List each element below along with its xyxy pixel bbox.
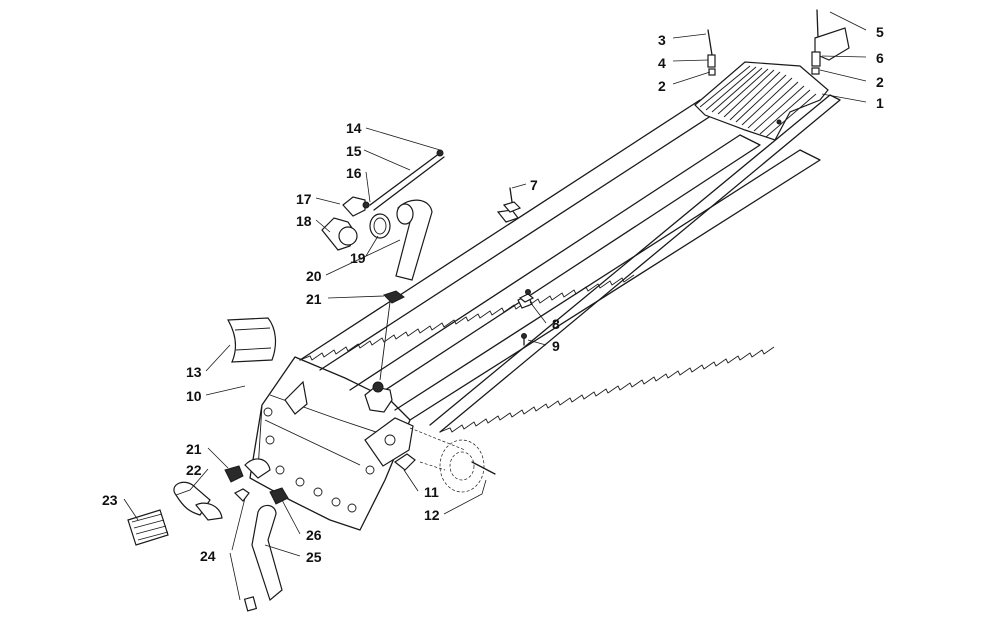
callout-10: 10 (186, 388, 202, 404)
heat-shield (226, 317, 277, 363)
callout-12: 12 (424, 507, 440, 523)
misc-hardware (502, 187, 535, 346)
callout-14: 14 (346, 120, 362, 136)
callout-11: 11 (424, 484, 439, 500)
callout-8: 8 (552, 316, 560, 332)
lower-hoses (127, 458, 289, 612)
callout-25: 25 (306, 549, 322, 565)
callout-19: 19 (350, 250, 366, 266)
callout-16: 16 (346, 165, 362, 181)
callout-labels: 1 2 6 5 3 4 2 7 8 9 14 15 16 17 18 19 20… (102, 24, 884, 565)
callout-23: 23 (102, 492, 118, 508)
callout-3: 3 (658, 32, 666, 48)
tunnel-heat-exchanger (249, 94, 841, 531)
callout-7: 7 (530, 177, 538, 193)
callout-22: 22 (186, 462, 202, 478)
rear-plate (694, 61, 829, 141)
leader-lines (123, 11, 867, 601)
fill-assembly (321, 149, 445, 381)
callout-21-bottom: 21 (186, 441, 202, 457)
callout-13: 13 (186, 364, 202, 380)
callout-17: 17 (296, 191, 312, 207)
callout-18: 18 (296, 213, 312, 229)
top-hardware (707, 9, 850, 76)
callout-20: 20 (306, 268, 322, 284)
callout-21-top: 21 (306, 291, 322, 307)
callout-24: 24 (200, 548, 216, 564)
callout-26: 26 (306, 527, 322, 543)
callout-5: 5 (876, 24, 884, 40)
callout-1: 1 (876, 95, 884, 111)
callout-2-right: 2 (876, 74, 884, 90)
bracket-and-pulley (364, 417, 496, 493)
callout-2-left: 2 (658, 78, 666, 94)
callout-15: 15 (346, 143, 362, 159)
callout-6: 6 (876, 50, 884, 66)
callout-9: 9 (552, 338, 560, 354)
callout-4: 4 (658, 55, 666, 71)
bellows-23 (127, 509, 169, 546)
